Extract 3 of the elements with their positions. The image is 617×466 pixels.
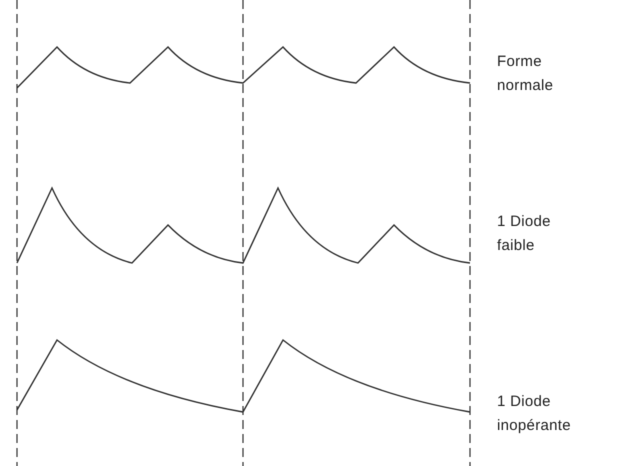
waveform-caption: Forme normale <box>497 52 554 96</box>
waveform-caption: 1 Diode faible <box>497 212 552 256</box>
waveform-caption: 1 Diode inopérante <box>497 392 572 436</box>
